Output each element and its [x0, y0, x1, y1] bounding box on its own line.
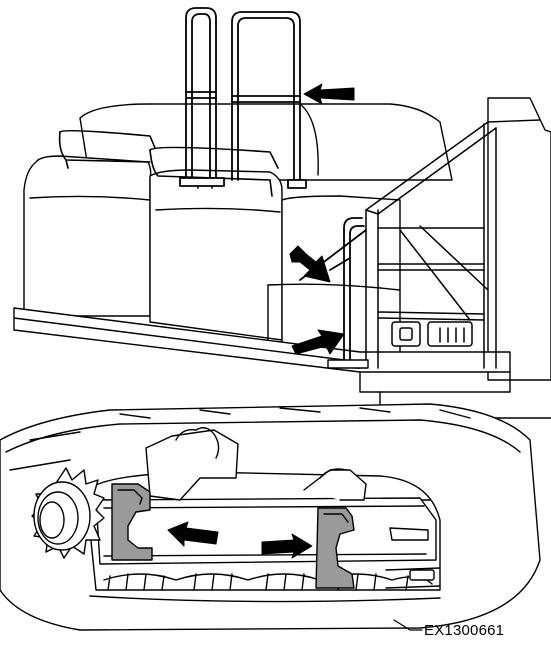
arrow-right-track-step	[261, 533, 313, 559]
right-track-step	[315, 507, 355, 589]
reference-leader-line	[393, 619, 423, 631]
arrow-side-handrail	[289, 245, 331, 283]
left-track-step	[111, 483, 153, 561]
step-plate	[327, 359, 369, 369]
upper-structure	[13, 97, 551, 419]
sprocket	[31, 467, 105, 559]
figure-reference-code: EX1300661	[424, 622, 505, 639]
arrow-step-plate	[291, 329, 345, 355]
arrow-left-track-step	[167, 521, 219, 547]
callout-arrows	[167, 83, 355, 559]
upper-handrail	[179, 7, 307, 189]
arrow-upper-handrail	[303, 83, 355, 105]
side-frame	[365, 121, 497, 369]
